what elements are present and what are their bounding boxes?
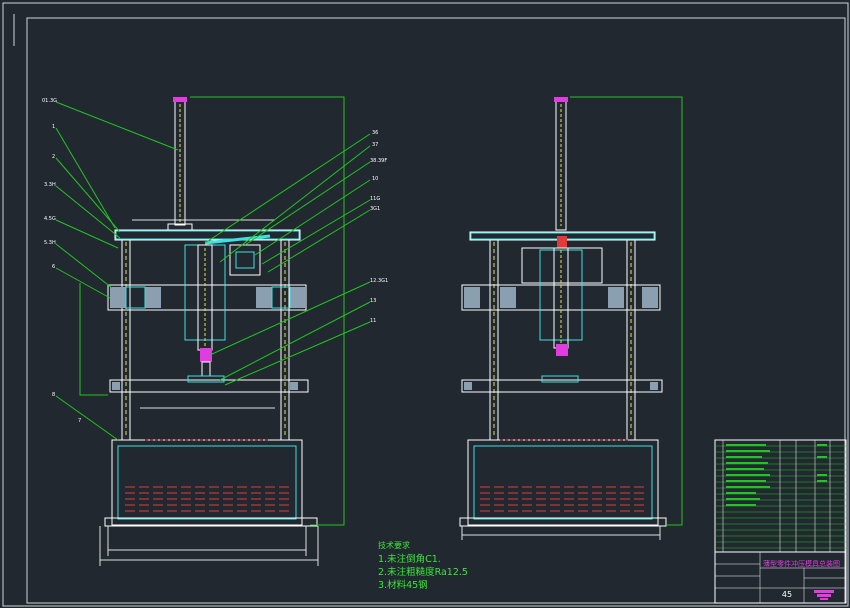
base-hatching	[125, 486, 290, 512]
label-4-5g: 4.5G	[44, 216, 56, 222]
drawing-title: 薄型零件冲压模具总装图	[763, 559, 840, 568]
front-view	[79, 96, 345, 566]
label-11b: 11	[370, 318, 376, 324]
base-box	[111, 439, 303, 526]
label-8: 8	[52, 392, 55, 398]
label-13: 13	[370, 298, 376, 304]
label-6: 6	[52, 264, 55, 270]
note-line-3: 3.材料45钢	[378, 580, 428, 591]
label-5-3h: 5.3H	[44, 240, 56, 246]
air-cylinder	[229, 244, 261, 276]
label-2: 2	[52, 154, 55, 160]
label-3g1: 3G1	[370, 206, 380, 212]
label-38-39f: 38.39F	[370, 158, 387, 164]
technical-requirements: 技术要求 1.未注倒角C1. 2.未注粗糙度Ra12.5 3.材料45钢	[378, 540, 468, 592]
leader-labels: 01.3G 1 2 3.3H 4.5G 5.3H 6 7 8 36 37 38.…	[42, 98, 388, 424]
title-block: 薄型零件冲压模具总装图	[714, 551, 847, 604]
label-1: 1	[52, 124, 55, 130]
company-logo	[814, 590, 834, 593]
inner-frame	[26, 17, 846, 604]
side-view	[459, 96, 683, 540]
lower-plate	[109, 379, 309, 393]
label-7: 7	[78, 418, 81, 424]
label-3-3h: 3.3H	[44, 182, 56, 188]
notes-title: 技术要求	[378, 541, 410, 550]
label-37: 37	[372, 142, 378, 148]
label-12-3g1: 12.3G1	[370, 278, 388, 284]
sheet-number: 45	[781, 590, 793, 599]
label-11g: 11G	[370, 196, 380, 202]
note-line-2: 2.未注粗糙度Ra12.5	[378, 567, 468, 578]
label-10: 10	[372, 176, 378, 182]
parts-list-table	[714, 439, 847, 553]
top-plate	[114, 229, 301, 241]
label-36: 36	[372, 130, 378, 136]
note-line-1: 1.未注倒角C1.	[378, 554, 441, 565]
label-01-3g: 01.3G	[42, 98, 57, 104]
middle-plate	[107, 284, 307, 311]
leader-lines-left	[55, 101, 371, 441]
